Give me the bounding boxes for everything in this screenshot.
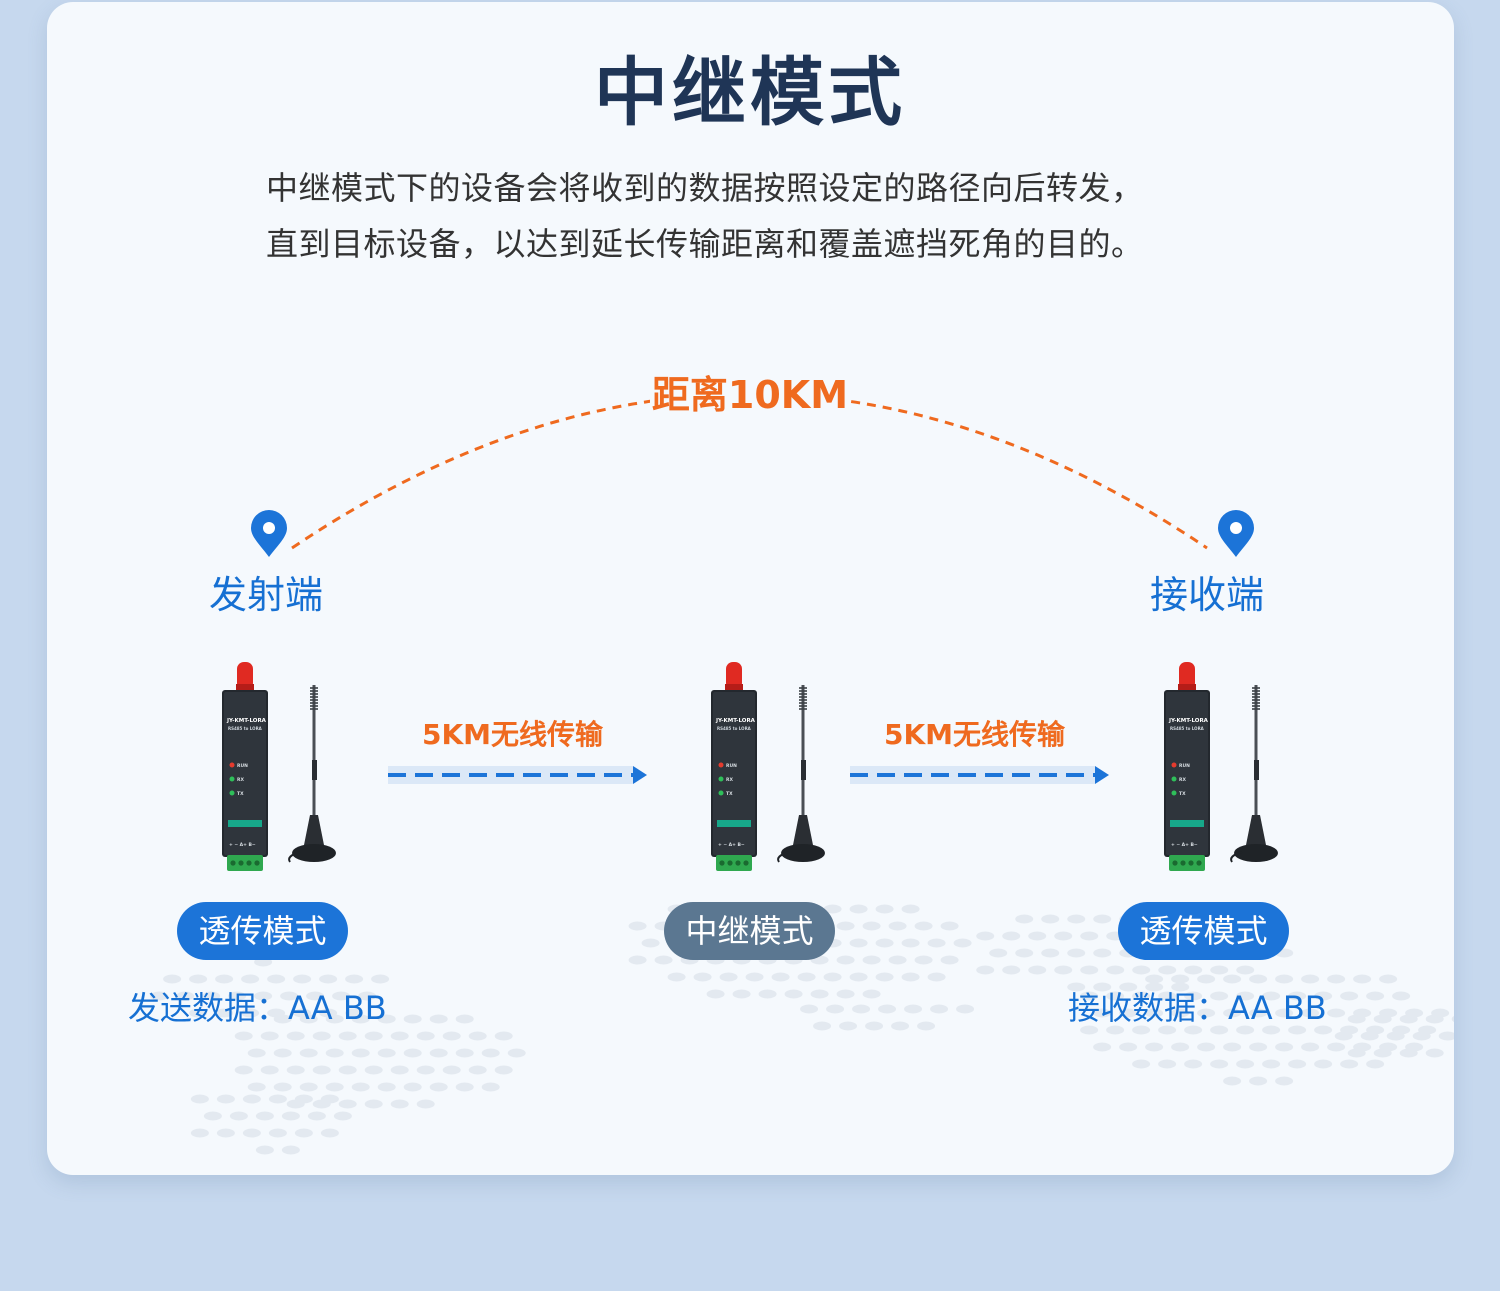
device-led-label: RUN [237, 763, 248, 769]
device-model-label: JY-KMT-LORA [715, 718, 756, 724]
sender-data: 发送数据：AA BB [128, 989, 387, 1027]
location-pin-icon [251, 510, 287, 557]
link-arrow-1 [388, 766, 647, 784]
receiver-mode-badge: 透传模式 [1118, 902, 1289, 960]
sender-label: 发射端 [209, 573, 324, 617]
arrow-right-icon [1095, 766, 1109, 784]
device-terminal-label: + − A+ B− [718, 842, 745, 848]
link-label-2: 5KM无线传输 [884, 718, 1066, 751]
arrow-right-icon [633, 766, 647, 784]
device-terminal-label: + − A+ B− [229, 842, 256, 848]
device-led-label: TX [1179, 791, 1186, 797]
device-subtitle-label: RS485 to LORA [228, 726, 263, 731]
antenna-icon [1230, 685, 1278, 863]
relay-mode-badge: 中继模式 [664, 902, 835, 960]
device-subtitle-label: RS485 to LORA [1170, 726, 1205, 731]
device-led-label: RUN [1179, 763, 1190, 769]
content-card [47, 2, 1454, 1175]
distance-label: 距离10KM [650, 370, 850, 420]
lora-device-3: JY-KMT-LORA RS485 to LORA RUN RX TX + − A+ B− [1164, 662, 1278, 871]
lora-device-2: JY-KMT-LORA RS485 to LORA RUN RX TX + − A+ B− [711, 662, 825, 871]
device-led-label: RX [1179, 777, 1186, 783]
receiver-data: 接收数据：AA BB [1068, 989, 1327, 1027]
device-led-label: RX [726, 777, 733, 783]
device-led-label: RUN [726, 763, 737, 769]
location-pin-icon [1218, 510, 1254, 557]
link-label-1: 5KM无线传输 [422, 718, 604, 751]
link-arrow-2 [850, 766, 1109, 784]
device-led-label: TX [237, 791, 244, 797]
device-subtitle-label: RS485 to LORA [717, 726, 752, 731]
description-line-1: 中继模式下的设备会将收到的数据按照设定的路径向后转发， [266, 169, 1144, 207]
description-line-2: 直到目标设备，以达到延长传输距离和覆盖遮挡死角的目的。 [266, 225, 1144, 263]
description: 中继模式下的设备会将收到的数据按照设定的路径向后转发， 直到目标设备，以达到延长… [266, 160, 1246, 272]
page-title: 中继模式 [594, 50, 906, 136]
device-led-label: RX [237, 777, 244, 783]
antenna-icon [288, 685, 336, 863]
antenna-icon [777, 685, 825, 863]
receiver-label: 接收端 [1150, 573, 1265, 617]
device-model-label: JY-KMT-LORA [226, 718, 267, 724]
sender-mode-badge: 透传模式 [177, 902, 348, 960]
device-model-label: JY-KMT-LORA [1168, 718, 1209, 724]
device-terminal-label: + − A+ B− [1171, 842, 1198, 848]
device-led-label: TX [726, 791, 733, 797]
lora-device-1: JY-KMT-LORA RS485 to LORA RUN RX TX + − A+ B− [222, 662, 336, 871]
